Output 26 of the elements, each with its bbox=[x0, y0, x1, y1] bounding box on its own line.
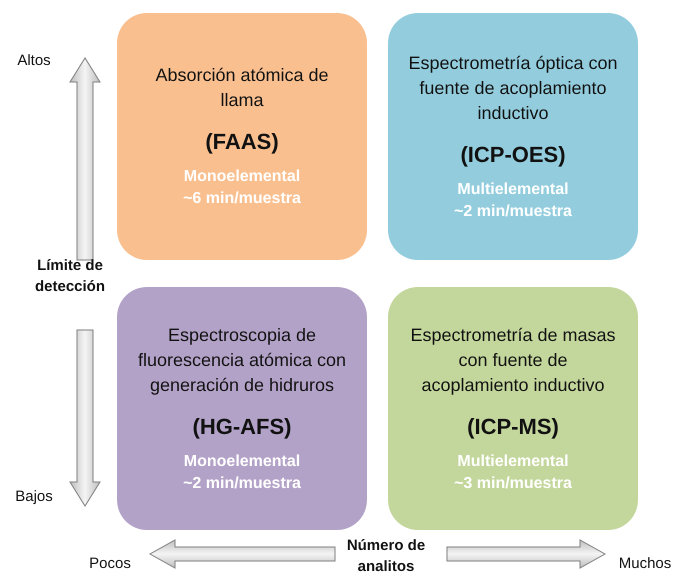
axis-label: Pocos bbox=[88, 554, 132, 574]
method-detail: Monoelemental bbox=[184, 452, 300, 472]
method-name: Absorción atómica de llama bbox=[154, 64, 330, 112]
method-detail: Monoelemental bbox=[184, 167, 300, 187]
method-detail: ~6 min/muestra bbox=[183, 189, 301, 209]
method-detail: Multielemental bbox=[457, 180, 569, 200]
method-card bbox=[117, 287, 367, 530]
method-detail: Multielemental bbox=[457, 452, 569, 472]
method-name: Espectroscopia de fluorescencia atómica con generación de hidruros bbox=[137, 324, 347, 397]
method-detail: ~2 min/muestra bbox=[183, 474, 301, 494]
axis-label: Número de analitos bbox=[346, 536, 426, 577]
method-card bbox=[388, 287, 638, 530]
method-acronym: (ICP-OES) bbox=[460, 140, 566, 169]
method-acronym: (ICP-MS) bbox=[467, 412, 559, 441]
method-card bbox=[388, 13, 638, 260]
method-name: Espectrometría óptica con fuente de acoplamiento inductivo bbox=[408, 52, 618, 124]
method-acronym: (HG-AFS) bbox=[192, 412, 292, 441]
axis-label: Bajos bbox=[14, 487, 54, 507]
axis-label: Límite de detección bbox=[34, 256, 106, 297]
method-acronym: (FAAS) bbox=[205, 128, 279, 156]
method-card bbox=[117, 13, 367, 260]
axis-label: Muchos bbox=[618, 554, 672, 574]
method-detail: ~2 min/muestra bbox=[454, 202, 572, 222]
method-detail: ~3 min/muestra bbox=[454, 474, 572, 494]
method-name: Espectrometría de masas con fuente de acoplamiento inductivo bbox=[409, 324, 617, 397]
axis-label: Altos bbox=[16, 51, 52, 71]
